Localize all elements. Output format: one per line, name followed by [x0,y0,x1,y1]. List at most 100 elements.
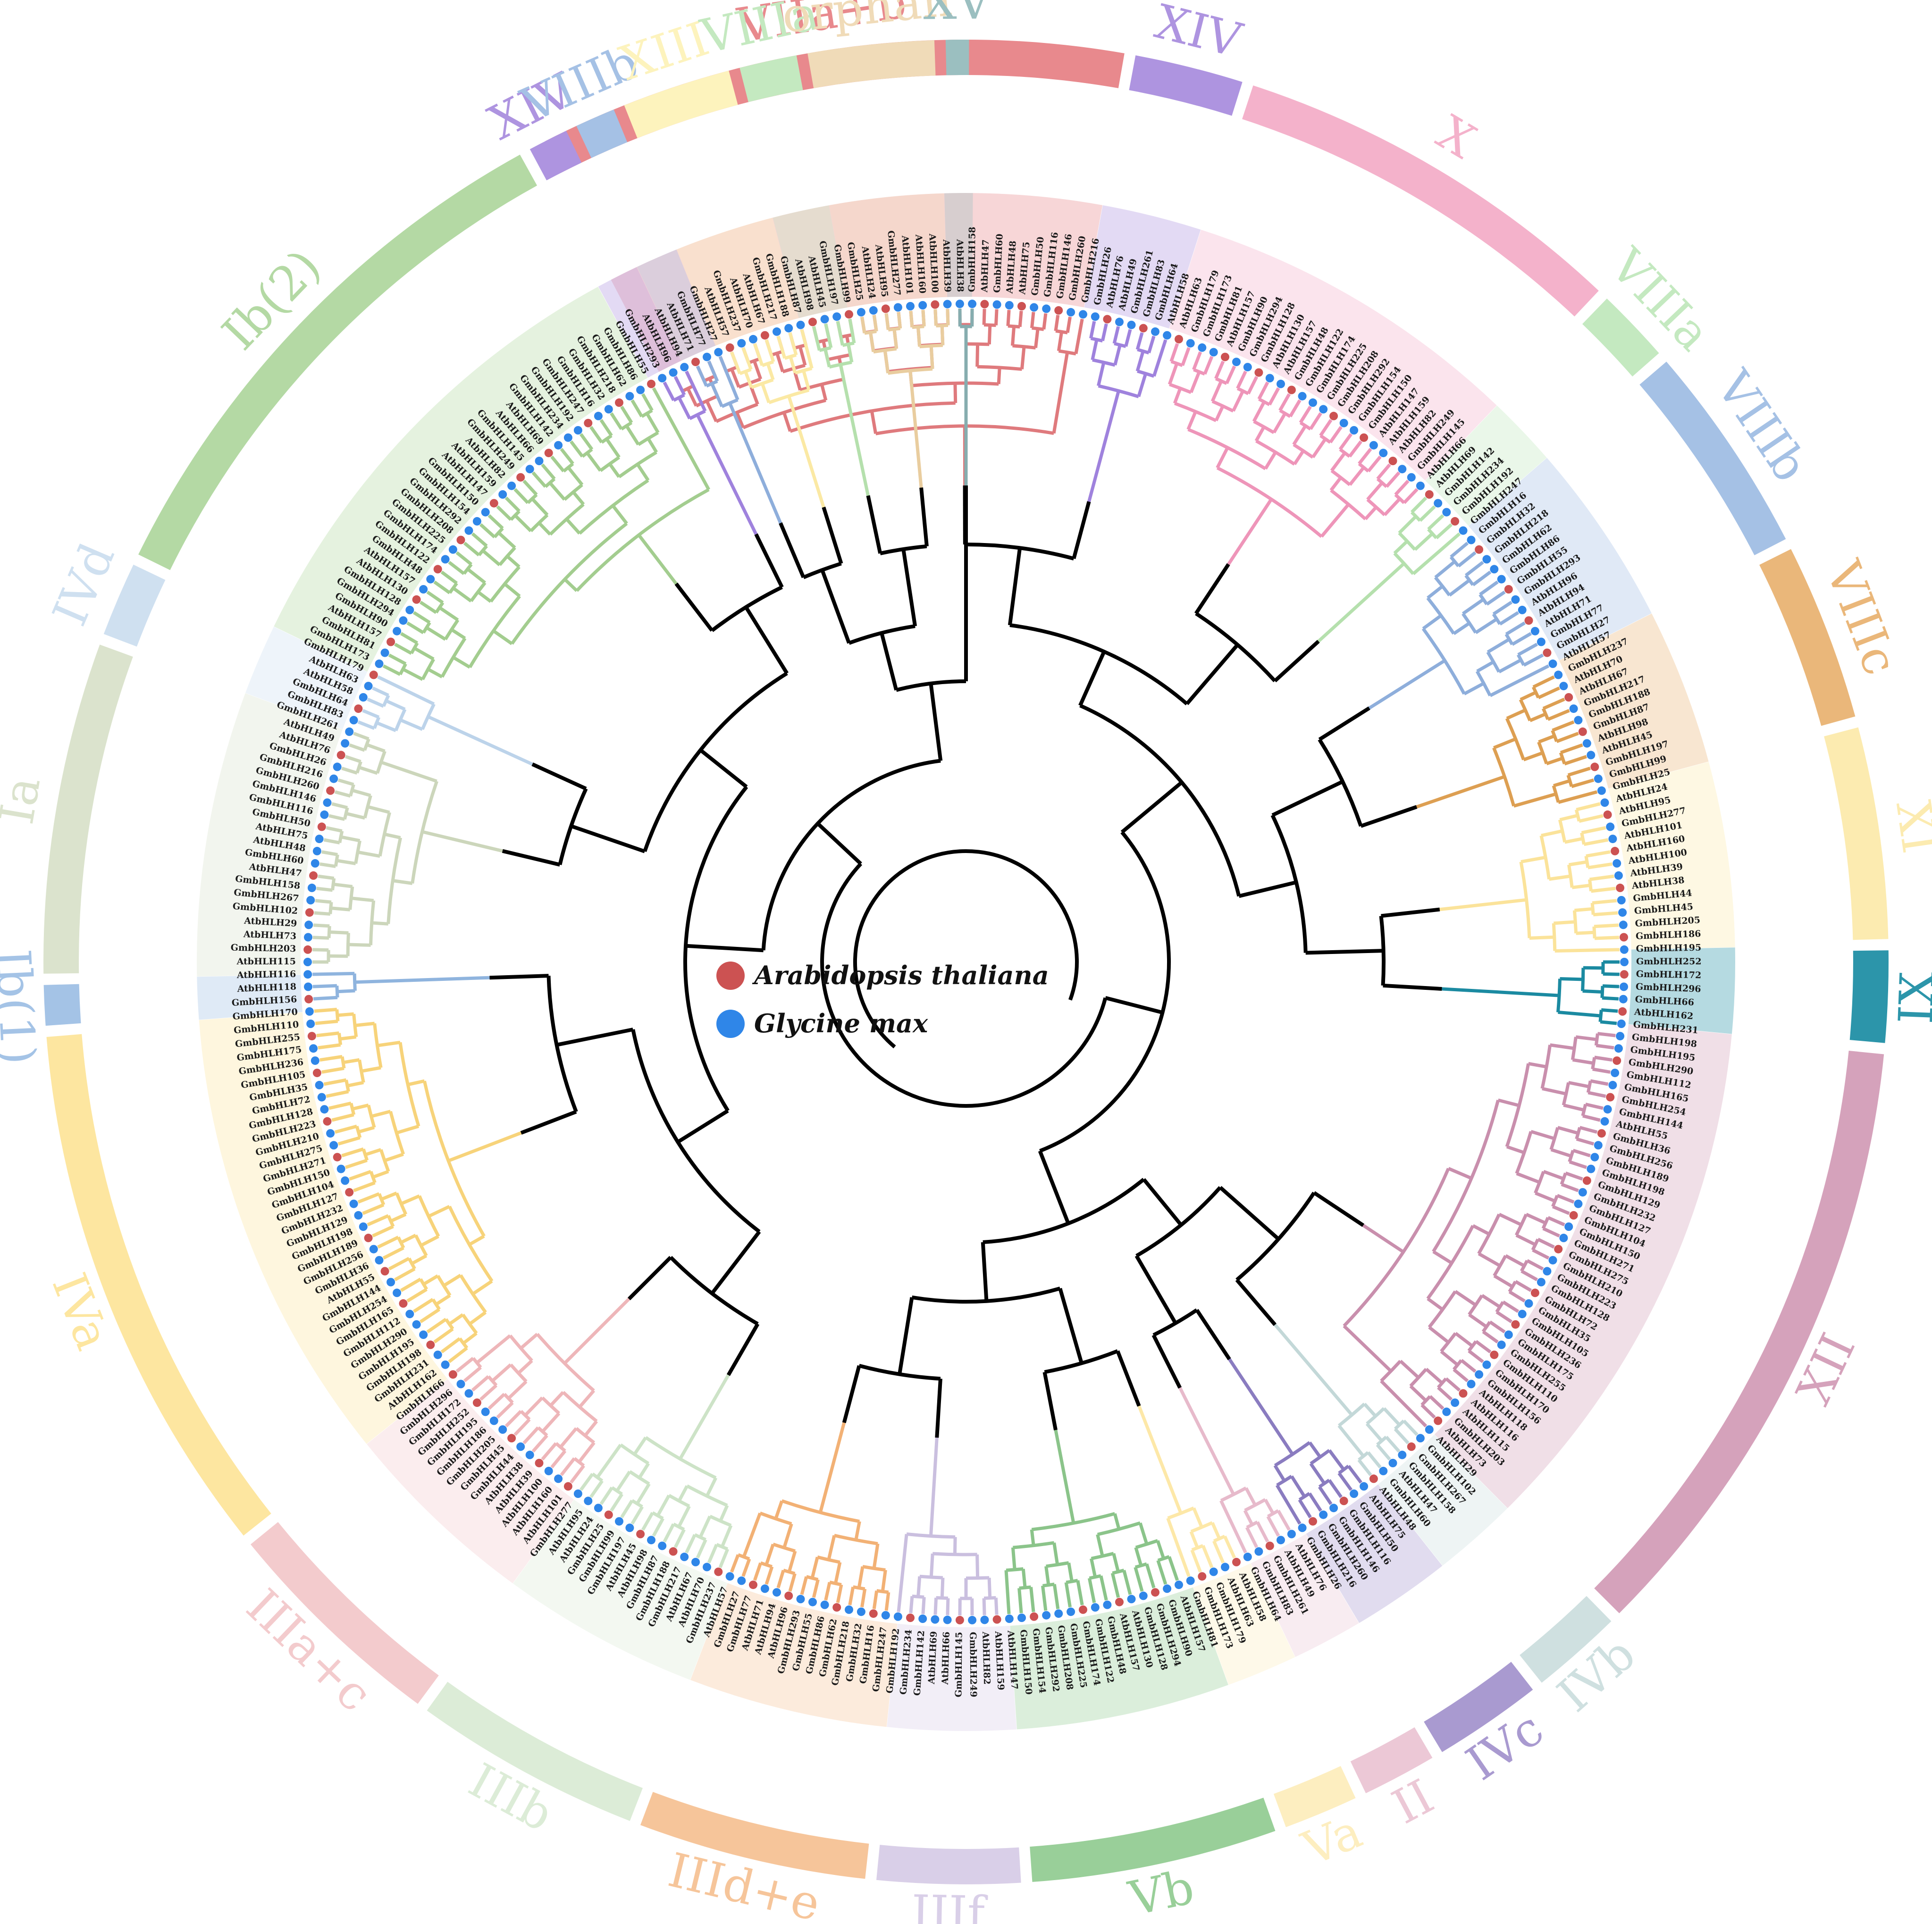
branch [479,1384,498,1401]
branch [312,936,329,940]
glycine-marker [393,1288,402,1297]
branch [343,1058,360,1064]
clade-stem [787,395,825,508]
branch [1554,948,1620,953]
branch [836,321,844,346]
branch [812,326,821,351]
branch [471,1280,493,1296]
branch [705,400,718,422]
branch [1074,318,1084,354]
branch [677,397,691,419]
glycine-marker [554,441,563,450]
branch [337,1012,354,1017]
branch [764,339,775,362]
arabidopsis-marker [1543,648,1552,657]
backbone-branch [1194,563,1230,615]
arabidopsis-marker [1425,490,1434,499]
clade-band-iva [46,1034,271,1536]
branch [1492,601,1513,616]
glycine-marker [1459,526,1468,535]
backbone-branch [726,1323,760,1376]
clade-stem [447,1131,522,1163]
branch [1244,1487,1257,1506]
branch-arc [549,503,585,536]
glycine-marker [636,385,645,394]
glycine-marker [625,1523,634,1532]
branch-arc [1520,1260,1529,1272]
glycine-marker [918,301,927,310]
branch-arc [864,329,877,335]
clade-stem [1227,498,1273,565]
branch [443,1273,462,1287]
branch [1550,1043,1575,1050]
glycine-marker [832,312,841,321]
branch [351,788,371,797]
arabidopsis-marker [535,1459,544,1467]
branch [718,356,739,401]
branch [776,335,787,359]
backbone-branch [866,495,882,554]
glycine-marker [1482,555,1491,564]
backbone-branch [1381,907,1440,918]
branch [329,930,349,935]
branch [455,551,472,566]
branch-arc [1575,1127,1581,1140]
branch [586,452,602,472]
branch [352,1103,369,1111]
clade-stem [421,830,503,853]
backbone-branch [880,632,899,691]
branch [1434,560,1456,579]
glycine-marker [426,575,435,584]
glycine-marker [1388,1459,1397,1467]
arabidopsis-marker [1434,1416,1443,1425]
glycine-marker [312,846,321,855]
branch [730,1554,740,1573]
branch [388,1257,410,1271]
branch [419,601,437,614]
glycine-marker [1614,1044,1623,1053]
branch [1299,406,1312,424]
branch [1481,1294,1501,1309]
branch [476,1334,512,1364]
branch [1523,751,1544,761]
branch-arc [1299,421,1312,431]
branch [1594,936,1620,940]
clade-band-xv [945,39,969,75]
branch [1450,542,1469,559]
branch [1453,1368,1469,1382]
branch [1508,1290,1526,1303]
branch [1254,426,1266,442]
glycine-marker [737,339,746,348]
glycine-marker [992,300,1001,309]
branch-arc [1376,477,1388,488]
arabidopsis-marker [1451,517,1460,526]
clade-stem [696,414,758,535]
glycine-marker [1620,958,1629,966]
root-arc [853,849,1079,1049]
branch [1412,532,1461,575]
arabidopsis-marker [1054,306,1063,315]
glycine-marker [594,411,603,420]
branch [353,1181,376,1192]
glycine-marker [1017,1614,1026,1622]
branch [1572,1058,1594,1065]
backbone-branch [520,1110,577,1135]
branch [1556,732,1579,743]
branch [652,1517,664,1537]
branch [559,1427,578,1448]
glycine-marker [725,1572,734,1581]
branch [1576,1137,1595,1146]
branch [1498,1213,1522,1227]
branch [1585,1103,1604,1110]
clade-sector-ib-1 [197,975,302,1020]
branch [1428,1326,1450,1344]
branch-arc [536,1333,595,1392]
branch [1586,850,1611,858]
branch [705,1477,718,1497]
branch [1499,611,1520,626]
branch [1553,779,1571,787]
clade-band-xi [1824,727,1889,940]
branch [857,1566,865,1589]
branch-arc [672,393,685,402]
branch [382,1246,404,1260]
